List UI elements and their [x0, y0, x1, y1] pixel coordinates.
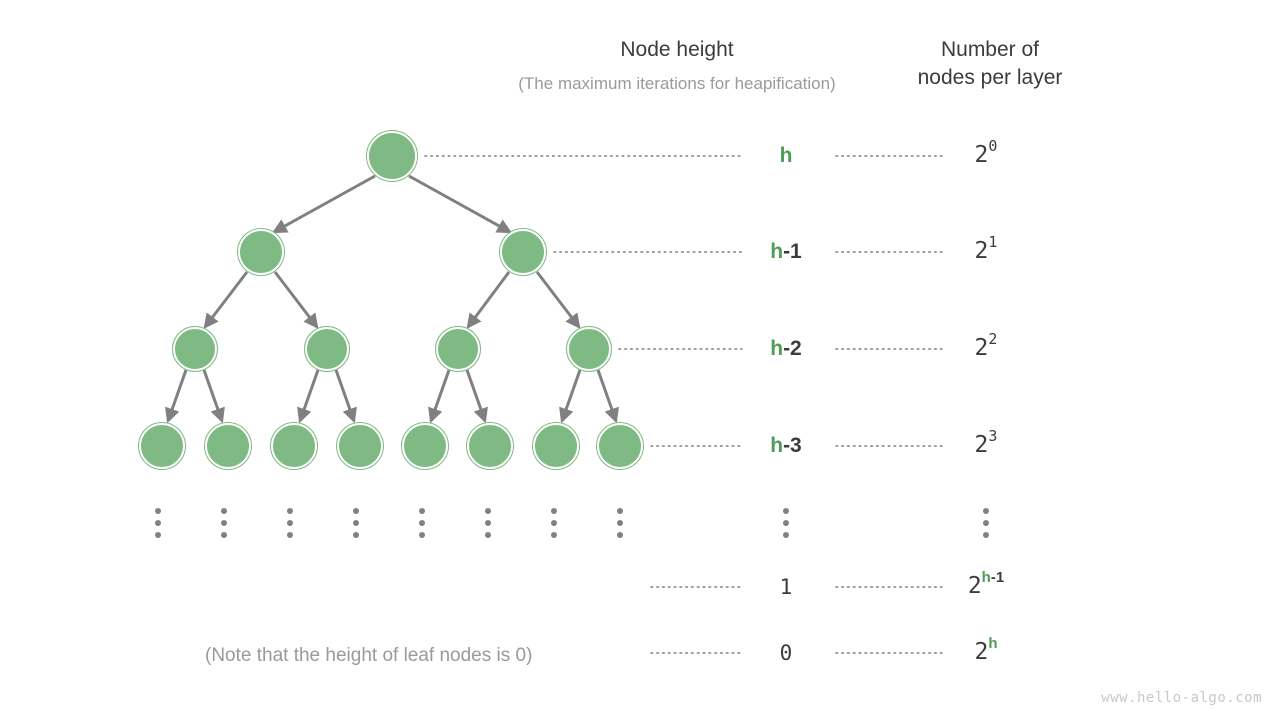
node-height-symbol-1: h: [770, 240, 784, 263]
leader-lines: [424, 155, 945, 654]
edge-l2-0-l3-0: [165, 369, 188, 424]
node-count-exponent-offset-4: -1: [990, 569, 1005, 587]
vertical-ellipsis-icon-count-column: [983, 508, 989, 538]
vertical-ellipsis-icon-tree-1: [221, 508, 227, 538]
node-count-exponent-2: 2: [988, 330, 998, 349]
tree-node-root[interactable]: [366, 130, 418, 182]
node-count-base-0: 2: [974, 142, 989, 168]
tree-node-l2-2[interactable]: [435, 326, 481, 372]
vertical-ellipsis-icon-tree-0: [155, 508, 161, 538]
tree-node-leaf-6[interactable]: [532, 422, 580, 470]
leaf-height-note: (Note that the height of leaf nodes is 0…: [205, 645, 533, 666]
tree-node-leaf-2[interactable]: [270, 422, 318, 470]
tree-node-leaf-7[interactable]: [596, 422, 644, 470]
node-count-exponent-symbol-5: h: [988, 635, 998, 653]
node-count-exponent-0: 0: [988, 137, 998, 156]
edge-l1-0-l2-1: [273, 271, 319, 329]
edge-root-l1-0: [271, 174, 376, 234]
node-count-base-4: 2: [967, 573, 982, 599]
tree-node-l2-1[interactable]: [304, 326, 350, 372]
tree-edges: [165, 174, 619, 424]
node-count-value-0: 20: [886, 139, 1086, 168]
tree-node-l2-3[interactable]: [566, 326, 612, 372]
node-count-value-1: 21: [886, 235, 1086, 264]
node-count-value-4: 2h-1: [886, 570, 1086, 599]
node-count-exponent-symbol-4: h: [981, 569, 991, 587]
tree-node-l1-1[interactable]: [499, 228, 547, 276]
node-height-symbol-2: h: [770, 337, 784, 360]
node-height-value-0: h: [686, 144, 886, 168]
tree-node-leaf-1[interactable]: [204, 422, 252, 470]
tree-node-l1-0[interactable]: [237, 228, 285, 276]
column-header-node-count-line2: nodes per layer: [917, 66, 1063, 89]
node-height-value-3: h-3: [686, 434, 886, 458]
node-count-exponent-3: 3: [988, 427, 998, 446]
node-height-value-5: 0: [779, 641, 793, 665]
node-height-symbol-3: h: [770, 434, 784, 457]
vertical-ellipsis-icon-tree-5: [485, 508, 491, 538]
node-count-value-5: 2h: [886, 636, 1086, 665]
vertical-ellipsis-icon-tree-7: [617, 508, 623, 538]
edge-l2-2-l3-4: [428, 369, 451, 424]
column-header-node-height: Node height: [620, 38, 734, 61]
node-count-base-5: 2: [974, 639, 989, 665]
column-header-node-count-line1: Number of: [940, 38, 1040, 61]
node-height-offset-2: -2: [783, 337, 802, 360]
node-height-value-4: 1: [779, 575, 793, 599]
node-count-base-3: 2: [974, 432, 989, 458]
vertical-ellipsis-icon-tree-6: [551, 508, 557, 538]
node-height-offset-3: -3: [783, 434, 802, 457]
node-height-value-1: h-1: [686, 240, 886, 264]
tree-node-leaf-5[interactable]: [466, 422, 514, 470]
node-height-value-2: h-2: [686, 337, 886, 361]
tree-node-leaf-3[interactable]: [336, 422, 384, 470]
edge-l1-0-l2-0: [203, 271, 249, 329]
node-count-value-3: 23: [886, 429, 1086, 458]
edge-l2-0-l3-1: [202, 369, 225, 424]
node-count-base-1: 2: [974, 238, 989, 264]
edge-l1-1-l2-3: [535, 271, 581, 329]
watermark: www.hello-algo.com: [1101, 690, 1262, 706]
node-height-offset-1: -1: [783, 240, 802, 263]
edge-l2-3-l3-7: [596, 369, 619, 424]
vertical-ellipsis-icon-tree-4: [419, 508, 425, 538]
tree-node-leaf-0[interactable]: [138, 422, 186, 470]
vertical-ellipsis-icon-tree-2: [287, 508, 293, 538]
node-height-symbol-0: h: [779, 144, 793, 167]
tree-node-leaf-4[interactable]: [401, 422, 449, 470]
edge-l2-1-l3-3: [334, 369, 357, 424]
node-count-base-2: 2: [974, 335, 989, 361]
edge-l2-2-l3-5: [465, 369, 488, 424]
vertical-ellipsis-icon-height-column: [783, 508, 789, 538]
node-count-exponent-1: 1: [988, 233, 998, 252]
tree-node-l2-0[interactable]: [172, 326, 218, 372]
column-header-node-height-subtitle: (The maximum iterations for heapificatio…: [518, 74, 836, 93]
node-count-value-2: 22: [886, 332, 1086, 361]
edge-root-l1-1: [408, 174, 513, 234]
vertical-ellipsis-icon-tree-3: [353, 508, 359, 538]
edge-l1-1-l2-2: [466, 271, 511, 329]
edge-l2-1-l3-2: [297, 369, 320, 424]
edge-l2-3-l3-6: [559, 369, 582, 424]
